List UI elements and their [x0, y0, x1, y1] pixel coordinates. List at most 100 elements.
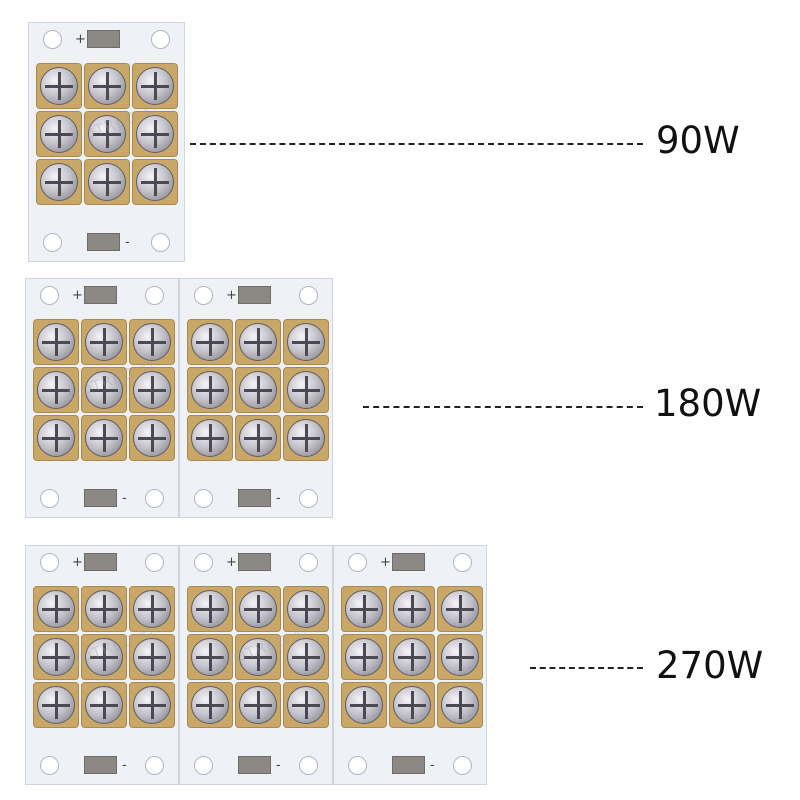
led-lens: [85, 419, 123, 457]
mounting-hole: [194, 286, 213, 305]
positive-pad: [238, 553, 271, 571]
leader-line: [363, 406, 643, 408]
positive-pad: [238, 286, 271, 304]
positive-sign: +: [380, 555, 391, 570]
negative-pad: [84, 489, 117, 507]
led-array: [33, 586, 175, 728]
positive-sign: +: [226, 555, 237, 570]
led-lens: [133, 419, 171, 457]
led-chip: [235, 367, 281, 413]
led-chip: [235, 586, 281, 632]
led-module: + HOTRED © -: [179, 545, 333, 785]
positive-sign: +: [72, 288, 83, 303]
led-lens: [287, 686, 325, 724]
led-chip: [81, 319, 127, 365]
mounting-hole: [40, 756, 59, 775]
led-chip: [36, 159, 82, 205]
led-lens: [191, 590, 229, 628]
led-lens: [239, 638, 277, 676]
led-chip: [235, 415, 281, 461]
led-lens: [37, 371, 75, 409]
led-lens: [136, 67, 174, 105]
led-chip: [84, 159, 130, 205]
negative-sign: -: [430, 758, 435, 773]
led-lens: [37, 419, 75, 457]
led-chip: [187, 586, 233, 632]
negative-pad: [238, 756, 271, 774]
led-lens: [191, 638, 229, 676]
negative-pad: [87, 233, 120, 251]
positive-sign: +: [226, 288, 237, 303]
led-lens: [136, 115, 174, 153]
led-chip: [187, 319, 233, 365]
led-lens: [239, 419, 277, 457]
led-chip: [33, 415, 79, 461]
led-lens: [345, 590, 383, 628]
negative-sign: -: [122, 758, 127, 773]
led-lens: [85, 323, 123, 361]
led-chip: [437, 586, 483, 632]
led-chip: [81, 634, 127, 680]
negative-sign: -: [276, 758, 281, 773]
led-chip: [283, 415, 329, 461]
led-chip: [81, 367, 127, 413]
led-lens: [345, 686, 383, 724]
led-chip: [389, 634, 435, 680]
led-array: [187, 319, 329, 461]
power-label: 270W: [656, 644, 764, 687]
mounting-hole: [453, 756, 472, 775]
led-lens: [40, 163, 78, 201]
led-lens: [191, 371, 229, 409]
led-chip: [235, 634, 281, 680]
mounting-hole: [145, 756, 164, 775]
led-lens: [287, 638, 325, 676]
led-chip: [283, 634, 329, 680]
led-lens: [133, 590, 171, 628]
led-lens: [37, 323, 75, 361]
leader-line: [190, 143, 643, 145]
negative-pad: [84, 756, 117, 774]
mounting-hole: [145, 489, 164, 508]
led-module: + HOTRED © -: [25, 278, 179, 518]
led-chip: [33, 682, 79, 728]
led-chip: [187, 682, 233, 728]
power-label: 90W: [656, 119, 740, 162]
led-lens: [133, 638, 171, 676]
negative-pad: [238, 489, 271, 507]
led-lens: [393, 638, 431, 676]
led-lens: [88, 163, 126, 201]
mounting-hole: [151, 233, 170, 252]
led-chip: [33, 319, 79, 365]
mounting-hole: [194, 553, 213, 572]
mounting-hole: [145, 553, 164, 572]
mounting-hole: [194, 756, 213, 775]
led-lens: [133, 686, 171, 724]
led-chip: [33, 634, 79, 680]
led-chip: [235, 319, 281, 365]
positive-pad: [87, 30, 120, 48]
led-lens: [40, 67, 78, 105]
led-chip: [235, 682, 281, 728]
mounting-hole: [40, 489, 59, 508]
led-module: + -: [179, 278, 333, 518]
led-module: + HOTRED © -: [28, 22, 185, 262]
led-chip: [84, 63, 130, 109]
negative-sign: -: [125, 235, 130, 250]
led-chip: [341, 682, 387, 728]
power-label: 180W: [654, 382, 762, 425]
led-array: [36, 63, 178, 205]
leader-line: [530, 667, 643, 669]
led-array: [341, 586, 483, 728]
led-chip: [129, 319, 175, 365]
led-lens: [191, 323, 229, 361]
led-chip: [36, 111, 82, 157]
led-lens: [287, 323, 325, 361]
led-chip: [129, 415, 175, 461]
led-lens: [133, 371, 171, 409]
led-lens: [239, 323, 277, 361]
led-lens: [85, 686, 123, 724]
positive-pad: [84, 286, 117, 304]
led-chip: [81, 682, 127, 728]
mounting-hole: [348, 553, 367, 572]
led-chip: [129, 367, 175, 413]
